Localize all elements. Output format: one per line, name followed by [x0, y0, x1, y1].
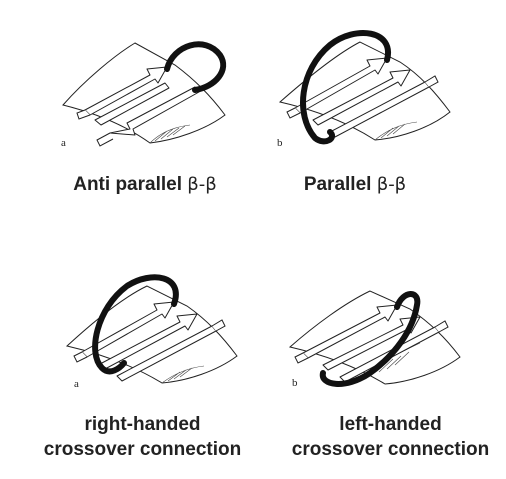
strand-end-rod — [294, 352, 309, 364]
panel-left-handed: b — [285, 285, 470, 400]
panel-letter: b — [292, 377, 298, 389]
beta-strand-2 — [99, 313, 198, 370]
caption-title: right-handed — [84, 414, 201, 435]
caption-left-handed: left-handed crossover connection — [278, 412, 503, 462]
caption-antiparallel: Anti parallel β-β — [40, 172, 250, 197]
strand-end-rod — [96, 132, 114, 147]
strand-end-rod — [211, 319, 226, 332]
beta-strand-2 — [312, 69, 411, 126]
beta-sheet — [65, 285, 238, 384]
caption-title: left-handed — [339, 414, 442, 435]
crossover-loop — [92, 274, 179, 375]
panel-parallel: b — [275, 20, 460, 160]
caption-right-handed: right-handed crossover connection — [30, 412, 255, 462]
strand-end-rod — [434, 320, 449, 333]
caption-greek: β-β — [187, 174, 217, 195]
panel-antiparallel: a — [55, 25, 240, 160]
beta-strand-1 — [294, 57, 388, 114]
panel-letter: a — [74, 378, 79, 390]
beta-strand-1 — [81, 301, 175, 358]
beta-strand-1 — [302, 304, 398, 359]
strand-end-rod — [73, 351, 88, 363]
parallel-diagram — [278, 30, 451, 145]
strand-end-rod — [76, 109, 91, 120]
panel-right-handed: a — [62, 268, 247, 398]
caption-title: Anti parallel — [73, 174, 182, 195]
caption-greek: β-β — [376, 174, 407, 195]
beta-strand-1 — [84, 66, 168, 116]
caption-subtitle: crossover connection — [291, 439, 490, 460]
caption-title: Parallel — [303, 174, 372, 195]
strand-end-rod — [286, 107, 301, 119]
beta-sheet — [62, 42, 226, 144]
sheet-shading — [374, 121, 418, 141]
crossover-loop — [319, 291, 421, 387]
strand-end-rod — [424, 75, 439, 88]
left-handed-diagram — [288, 290, 461, 387]
right-handed-diagram — [65, 274, 238, 384]
panel-letter: a — [61, 137, 66, 149]
panel-letter: b — [277, 137, 283, 149]
connecting-loop — [164, 41, 227, 93]
antiparallel-diagram — [62, 41, 227, 147]
sheet-shading — [161, 365, 205, 384]
caption-parallel: Parallel β-β — [275, 172, 435, 197]
connecting-loop — [300, 30, 392, 145]
beta-strand-2 — [94, 82, 170, 126]
beta-strand-2 — [322, 316, 421, 371]
sheet-shading — [149, 124, 191, 144]
caption-subtitle: crossover connection — [43, 439, 242, 460]
beta-sheet — [288, 290, 461, 385]
